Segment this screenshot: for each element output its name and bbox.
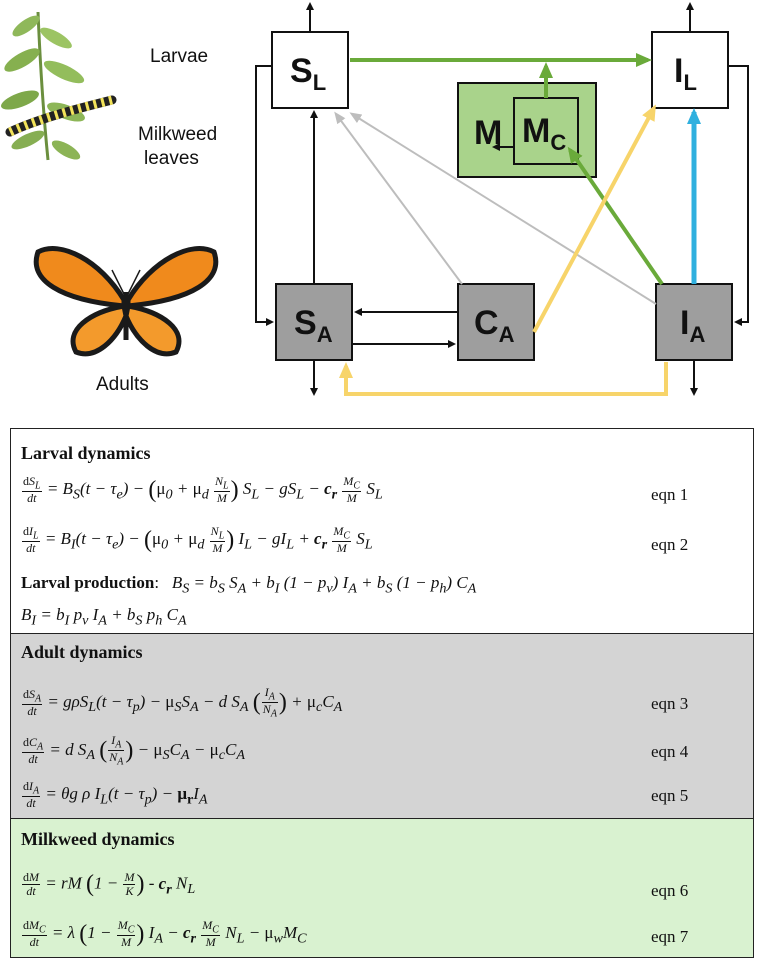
box-label-IA: IA — [680, 304, 706, 347]
box-label-SL: SL — [290, 52, 327, 95]
larval-production-equation: Larval production: BS = bS SA + bI (1 − … — [21, 573, 477, 597]
infected-adults-box — [655, 283, 733, 361]
susceptible-larvae-box — [271, 31, 349, 109]
box-label-IL: IL — [674, 52, 697, 95]
yellow-flow-arrows — [339, 104, 668, 396]
larvae-label: Larvae — [150, 46, 209, 67]
larval-dynamics-title: Larval dynamics — [21, 443, 151, 463]
contaminated-adults-box — [457, 283, 535, 361]
eqn-2-label: eqn 2 — [651, 535, 689, 554]
eqn-5-label: eqn 5 — [651, 786, 689, 805]
adults-label: Adults — [96, 374, 149, 395]
milkweed-label-line2: leaves — [144, 148, 199, 169]
eqn-1-label: eqn 1 — [651, 485, 689, 504]
black-flow-arrows — [255, 2, 749, 396]
infected-milkweed-compartment — [513, 97, 579, 165]
box-label-SA: SA — [294, 304, 333, 347]
milkweed-plant-icon — [1, 11, 85, 161]
gray-flow-arrows — [334, 111, 657, 305]
eqn-3-label: eqn 3 — [651, 694, 689, 713]
milkweed-label-line1: Milkweed — [138, 124, 218, 145]
larval-production-label: Larval production — [21, 573, 155, 592]
box-label-MC: MC — [522, 112, 567, 155]
caterpillar-icon — [5, 95, 117, 137]
box-label-M: M — [474, 114, 503, 152]
eqn-6-label: eqn 6 — [651, 881, 689, 900]
milkweed-dynamics-title: Milkweed dynamics — [21, 829, 175, 849]
BI-equation: BI = bI pv IA + bS ph CA — [21, 605, 187, 629]
compartment-diagram — [1, 2, 749, 396]
eqn-4-label: eqn 4 — [651, 742, 689, 761]
green-flow-arrows — [350, 53, 664, 286]
eqn-7-label: eqn 7 — [651, 927, 689, 946]
adult-dynamics-title: Adult dynamics — [21, 642, 143, 662]
monarch-butterfly-icon — [33, 246, 219, 357]
box-label-CA: CA — [474, 304, 515, 347]
